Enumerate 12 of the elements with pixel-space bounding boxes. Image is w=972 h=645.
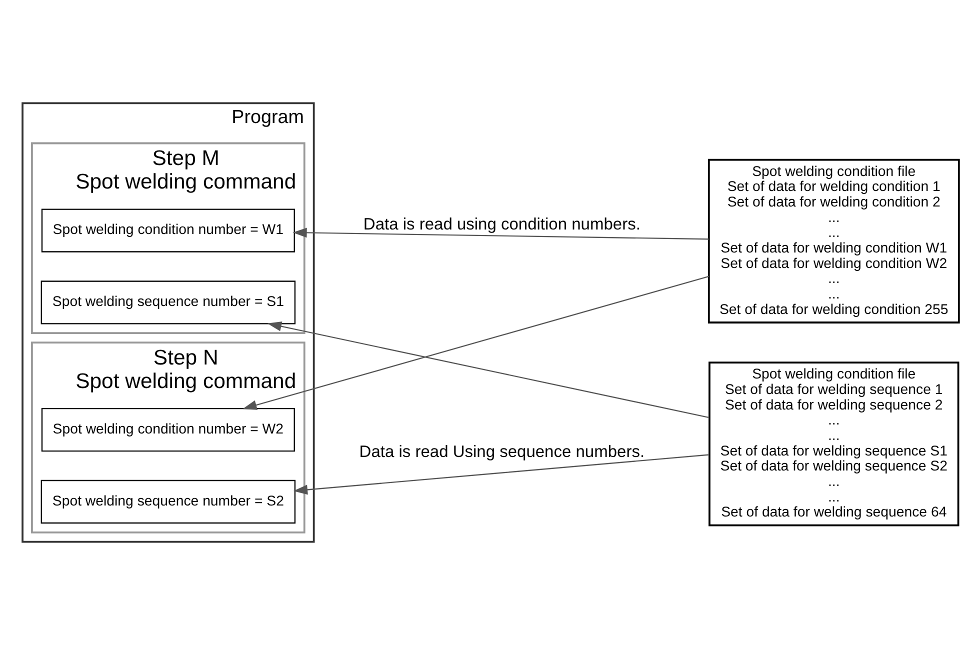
node-box: Spot welding condition number = W2 — [41, 408, 295, 452]
arrow — [292, 228, 709, 240]
node-box: Spot welding sequence number = S1 — [40, 280, 296, 324]
node-box: Spot welding condition number = W1 — [41, 208, 295, 252]
arrow — [267, 321, 710, 418]
edge-label: Data is read Using sequence numbers. — [359, 443, 645, 462]
arrow — [293, 454, 710, 495]
node-box: Spot welding condition file Set of data for welding sequence 1 Set of data for welding sequence 2 ... ... Set of data for welding sequence S1 Set of data for welding sequence S2 ... ... Set of data for welding sequence 64 — [708, 362, 960, 526]
node-box: Spot welding condition file Set of data for welding condition 1 Set of data for welding condition 2 ... ... Set of data for welding condition W1 Set of data for welding condition W2 ... ... Set of data for welding condition 255 — [708, 158, 960, 324]
arrow — [242, 276, 709, 410]
edge-label: Data is read using condition numbers. — [363, 216, 640, 234]
node-box: Spot welding sequence number = S2 — [40, 480, 296, 524]
